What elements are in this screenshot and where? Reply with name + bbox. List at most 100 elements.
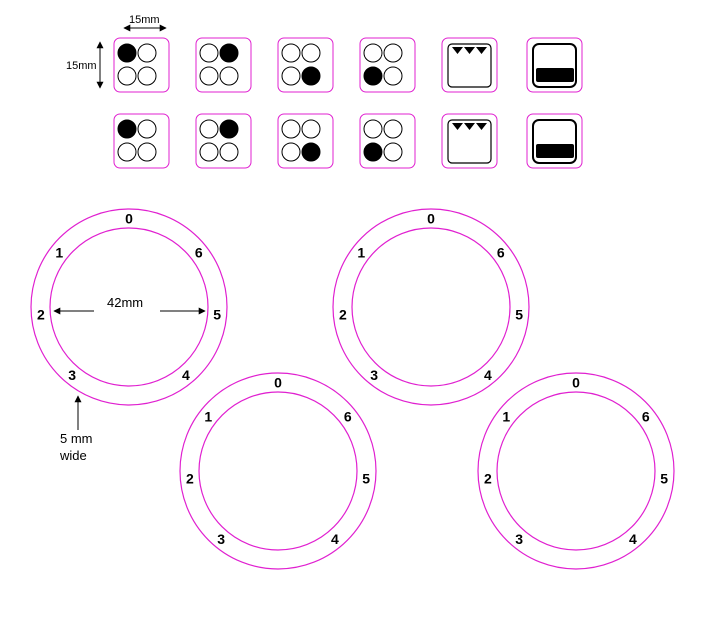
filled-dot (301, 142, 321, 162)
tile (526, 37, 583, 93)
outer-ring (30, 208, 228, 406)
empty-dot (199, 66, 219, 86)
tile (526, 113, 583, 169)
dial-number: 4 (484, 367, 492, 383)
empty-dot (383, 66, 403, 86)
empty-dot (363, 43, 383, 63)
empty-dot (383, 119, 403, 139)
dial-number: 6 (344, 409, 352, 425)
triangle-mark (476, 123, 487, 130)
dial-number: 4 (182, 367, 190, 383)
outer-ring (179, 372, 377, 570)
dial-number: 4 (629, 531, 637, 547)
empty-dot (363, 119, 383, 139)
inner-ring (496, 391, 656, 551)
dial-number: 5 (362, 471, 370, 487)
inner-ring (198, 391, 358, 551)
empty-dot (281, 43, 301, 63)
tiles-grid (113, 37, 583, 169)
filled-dot (117, 43, 137, 63)
ring-width-label-line1: 5 mm (60, 431, 93, 446)
empty-dot (301, 43, 321, 63)
tile-height-dimension: 15mm (66, 41, 104, 89)
dial-number: 2 (339, 307, 347, 323)
empty-dot (137, 66, 157, 86)
dial-number: 6 (195, 245, 203, 261)
outer-ring (477, 372, 675, 570)
empty-dot (301, 119, 321, 139)
empty-dot (383, 142, 403, 162)
ring-width-label-line2: wide (59, 448, 87, 463)
ring-width-dimension: 5 mm wide (59, 395, 93, 463)
tile (113, 37, 170, 93)
triangles-icon (452, 123, 487, 130)
empty-dot (281, 119, 301, 139)
dial-number: 6 (497, 245, 505, 261)
tile-inner-frame (447, 43, 492, 88)
tile-inner-frame (447, 119, 492, 164)
empty-dot (137, 43, 157, 63)
filled-dot (363, 142, 383, 162)
tile-outline (113, 113, 170, 169)
tile-outline (441, 37, 498, 93)
dial-number: 2 (37, 307, 45, 323)
dial-number: 0 (427, 211, 435, 227)
empty-dot (117, 66, 137, 86)
diameter-dimension: 42mm (53, 295, 206, 315)
dial-number: 0 (125, 211, 133, 227)
empty-dot (219, 142, 239, 162)
dial-number: 2 (186, 471, 194, 487)
dial-number: 5 (660, 471, 668, 487)
tile-outline (277, 113, 334, 169)
filled-dot (117, 119, 137, 139)
tile (441, 37, 498, 93)
dial-number: 0 (274, 375, 282, 391)
dial-number: 5 (515, 307, 523, 323)
empty-dot (219, 66, 239, 86)
dial-number: 3 (515, 531, 523, 547)
bar-icon (536, 68, 574, 82)
dial-number: 3 (370, 367, 378, 383)
triangle-mark (476, 47, 487, 54)
empty-dot (137, 119, 157, 139)
tile (441, 113, 498, 169)
empty-dot (199, 142, 219, 162)
empty-dot (117, 142, 137, 162)
tile-outline (526, 113, 583, 169)
triangle-mark (452, 123, 463, 130)
tile-width-label: 15mm (129, 14, 160, 26)
dial-number: 1 (357, 245, 365, 261)
tile-outline (195, 37, 252, 93)
triangle-mark (452, 47, 463, 54)
dial-bottom-left: 0 1 2 3 4 5 6 (179, 372, 377, 570)
dial-number: 3 (217, 531, 225, 547)
dial-number: 3 (68, 367, 76, 383)
dial-number: 1 (204, 409, 212, 425)
tile (113, 113, 170, 169)
dial-top-right: 0 1 2 3 4 5 6 (332, 208, 530, 406)
dial-number: 6 (642, 409, 650, 425)
triangle-mark (464, 123, 475, 130)
dial-bottom-right: 0 1 2 3 4 5 6 (477, 372, 675, 570)
tile-height-label: 15mm (66, 60, 97, 72)
tile-outline (277, 37, 334, 93)
empty-dot (199, 119, 219, 139)
tile (195, 113, 252, 169)
empty-dot (281, 66, 301, 86)
filled-dot (301, 66, 321, 86)
tile (195, 37, 252, 93)
inner-ring (49, 227, 209, 387)
dial-number: 4 (331, 531, 339, 547)
dial-number: 0 (572, 375, 580, 391)
tile (277, 37, 334, 93)
tile-width-dimension: 15mm (123, 14, 167, 32)
empty-dot (137, 142, 157, 162)
dial-number: 1 (55, 245, 63, 261)
filled-dot (363, 66, 383, 86)
empty-dot (281, 142, 301, 162)
dial-number: 1 (502, 409, 510, 425)
dial-number: 2 (484, 471, 492, 487)
